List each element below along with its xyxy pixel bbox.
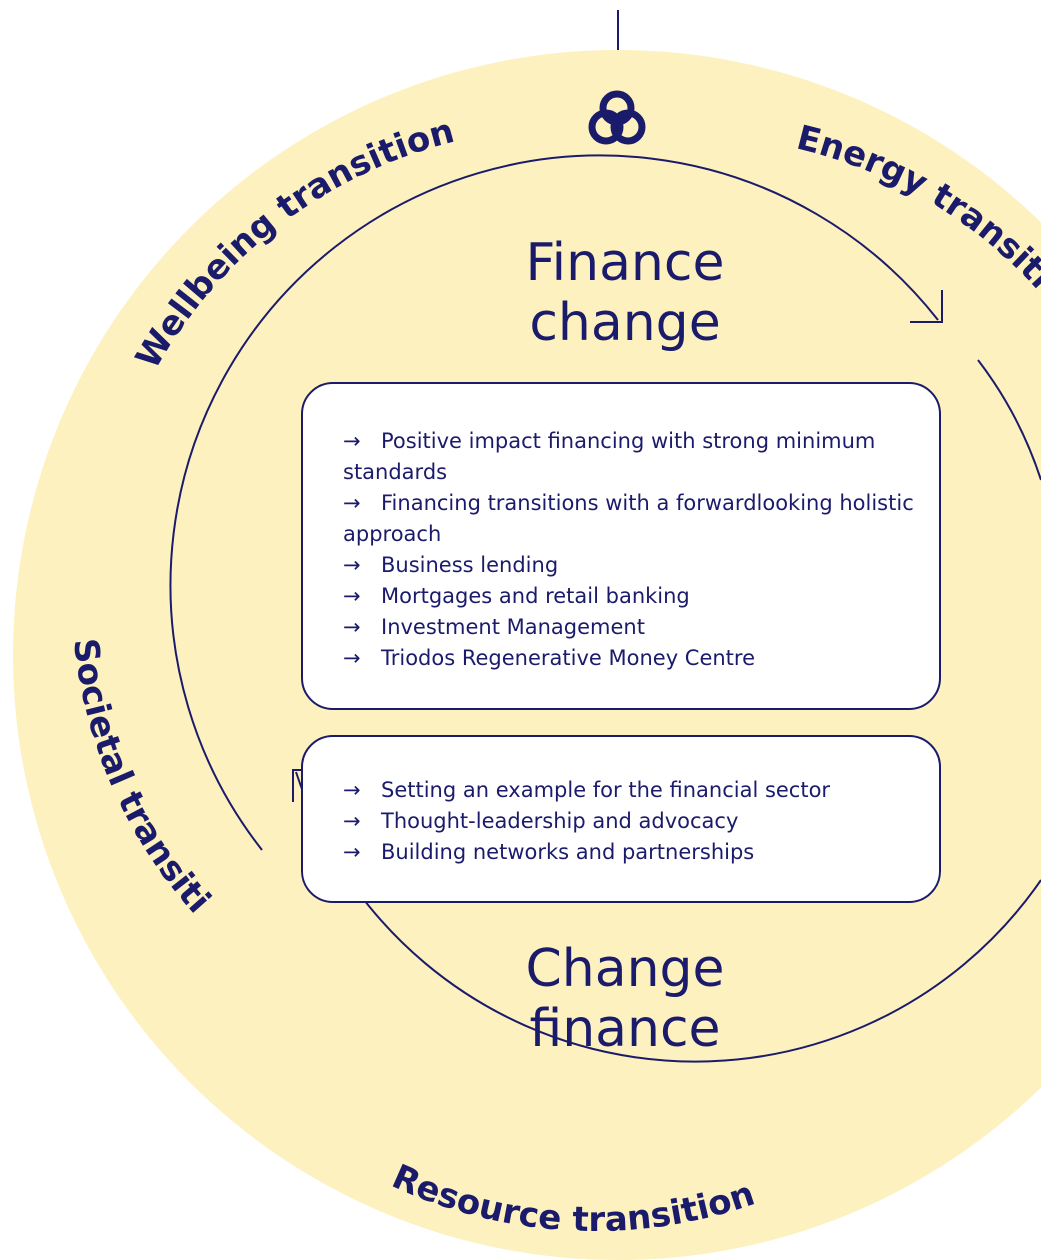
arrow-right-icon: →: [343, 809, 361, 833]
finance-change-list: →Positive impact financing with strong m…: [343, 426, 919, 674]
arrow-right-icon: →: [343, 646, 361, 670]
arrow-right-icon: →: [343, 615, 361, 639]
arrow-right-icon: →: [343, 553, 361, 577]
list-item: → Building networks and partnerships: [343, 837, 919, 868]
arrow-right-icon: →: [343, 429, 361, 453]
cycle-arc-right: [977, 359, 1041, 481]
list-item: → Investment Management: [343, 612, 919, 643]
list-item-text: Investment Management: [381, 615, 645, 639]
finance-change-title: Finance change: [525, 233, 725, 353]
list-item-text: Triodos Regenerative Money Centre: [381, 646, 756, 670]
change-finance-list: → Setting an example for the financial se…: [343, 775, 919, 868]
change-finance-box: → Setting an example for the financial se…: [301, 735, 941, 903]
list-item-text: Positive impact financing with strong mi…: [343, 429, 876, 484]
list-item: → Business lending: [343, 550, 919, 581]
arrow-head-top-right: [910, 290, 943, 323]
change-finance-title: Change finance: [525, 939, 725, 1059]
triodos-knot-logo: [588, 90, 646, 145]
list-item: →Positive impact financing with strong m…: [343, 426, 919, 488]
list-item: → Thought-leadership and advocacy: [343, 806, 919, 837]
finance-change-box: →Positive impact financing with strong m…: [301, 382, 941, 710]
list-item-text: Mortgages and retail banking: [381, 584, 690, 608]
cycle-arc-left: [169, 154, 939, 851]
arrow-right-icon: →: [343, 840, 361, 864]
arrow-right-icon: →: [343, 491, 361, 515]
list-item: → Mortgages and retail banking: [343, 581, 919, 612]
list-item: → Setting an example for the financial se…: [343, 775, 919, 806]
list-item: → Triodos Regenerative Money Centre: [343, 643, 919, 674]
list-item-text: Business lending: [381, 553, 559, 577]
list-item-text: Thought-leadership and advocacy: [381, 809, 739, 833]
list-item-text: Building networks and partnerships: [381, 840, 755, 864]
arrow-right-icon: →: [343, 778, 361, 802]
list-item-text: Setting an example for the financial sec…: [381, 778, 831, 802]
arrow-right-icon: →: [343, 584, 361, 608]
list-item-text: Financing transitions with a forwardlook…: [343, 491, 914, 546]
list-item: →Financing transitions with a forwardloo…: [343, 488, 919, 550]
